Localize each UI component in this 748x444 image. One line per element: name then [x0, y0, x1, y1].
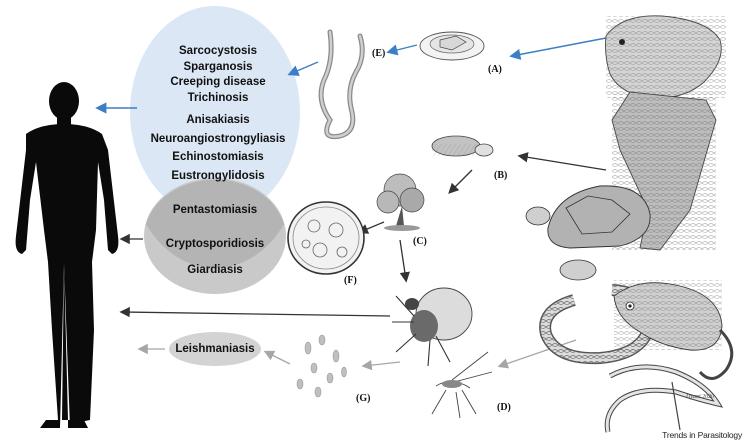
giardiasis-label: Giardiasis	[187, 264, 243, 276]
blue-ellipse	[130, 6, 300, 218]
arrow-e-to-blue	[287, 61, 319, 76]
panel-label-c: (C)	[413, 236, 427, 247]
disease-label: Trichinosis	[187, 91, 249, 104]
panel-label-g: (G)	[356, 393, 371, 404]
disease-label: Echinostomiasis	[172, 151, 264, 163]
blue-group-disease-list: Sarcocystosis Sparganosis Creeping disea…	[148, 44, 288, 184]
promastigotes-illustration	[296, 334, 347, 398]
arrow-iguana-to-a	[509, 37, 607, 60]
pentastomiasis-label: Pentastomiasis	[172, 204, 258, 216]
journal-credit: Trends in Parasitology	[662, 430, 742, 440]
panel-label-d: (D)	[497, 402, 511, 413]
cyst-micrograph-illustration	[287, 201, 365, 275]
arrow-a-to-e	[386, 44, 418, 56]
arrow-b-to-c	[448, 169, 473, 194]
tick-and-sandfly-illustration	[392, 287, 493, 419]
leishmaniasis-label: Leishmaniasis	[175, 343, 255, 355]
artist-signature: Dyani 2020	[686, 394, 715, 400]
eggs-illustration	[431, 135, 494, 157]
arrow-c-to-d	[399, 239, 410, 283]
panel-label-a: (A)	[488, 64, 502, 75]
disease-label: Creeping disease	[170, 76, 266, 88]
cryptosporidiosis-label: Cryptosporidiosis	[165, 238, 265, 250]
arrow-reptile-to-b	[517, 152, 607, 171]
disease-label: Sarcocystosis	[179, 45, 257, 57]
human-silhouette	[15, 82, 119, 428]
leishmaniasis-ellipse	[169, 332, 261, 366]
panel-label-b: (B)	[494, 170, 508, 181]
disease-label: Anisakiasis	[186, 114, 250, 126]
reptiles-illustration	[525, 15, 734, 433]
plant-illustration	[376, 173, 425, 231]
disease-label: Neuroangiostrongyliasis	[150, 132, 286, 145]
arrow-g-to-leish	[263, 350, 291, 365]
panel-label-e: (E)	[372, 48, 386, 59]
meat-dish-illustration	[419, 31, 485, 61]
arrow-d-to-human	[119, 306, 391, 318]
arrow-chameleon-to-d	[497, 339, 577, 369]
disease-label: Eustrongylidosis	[171, 169, 265, 182]
panel-label-f: (F)	[344, 275, 357, 286]
arrow-d-to-g	[361, 359, 401, 371]
disease-label: Sparganosis	[183, 60, 253, 73]
tapeworm-illustration	[318, 29, 365, 140]
overlap-region	[146, 179, 284, 269]
